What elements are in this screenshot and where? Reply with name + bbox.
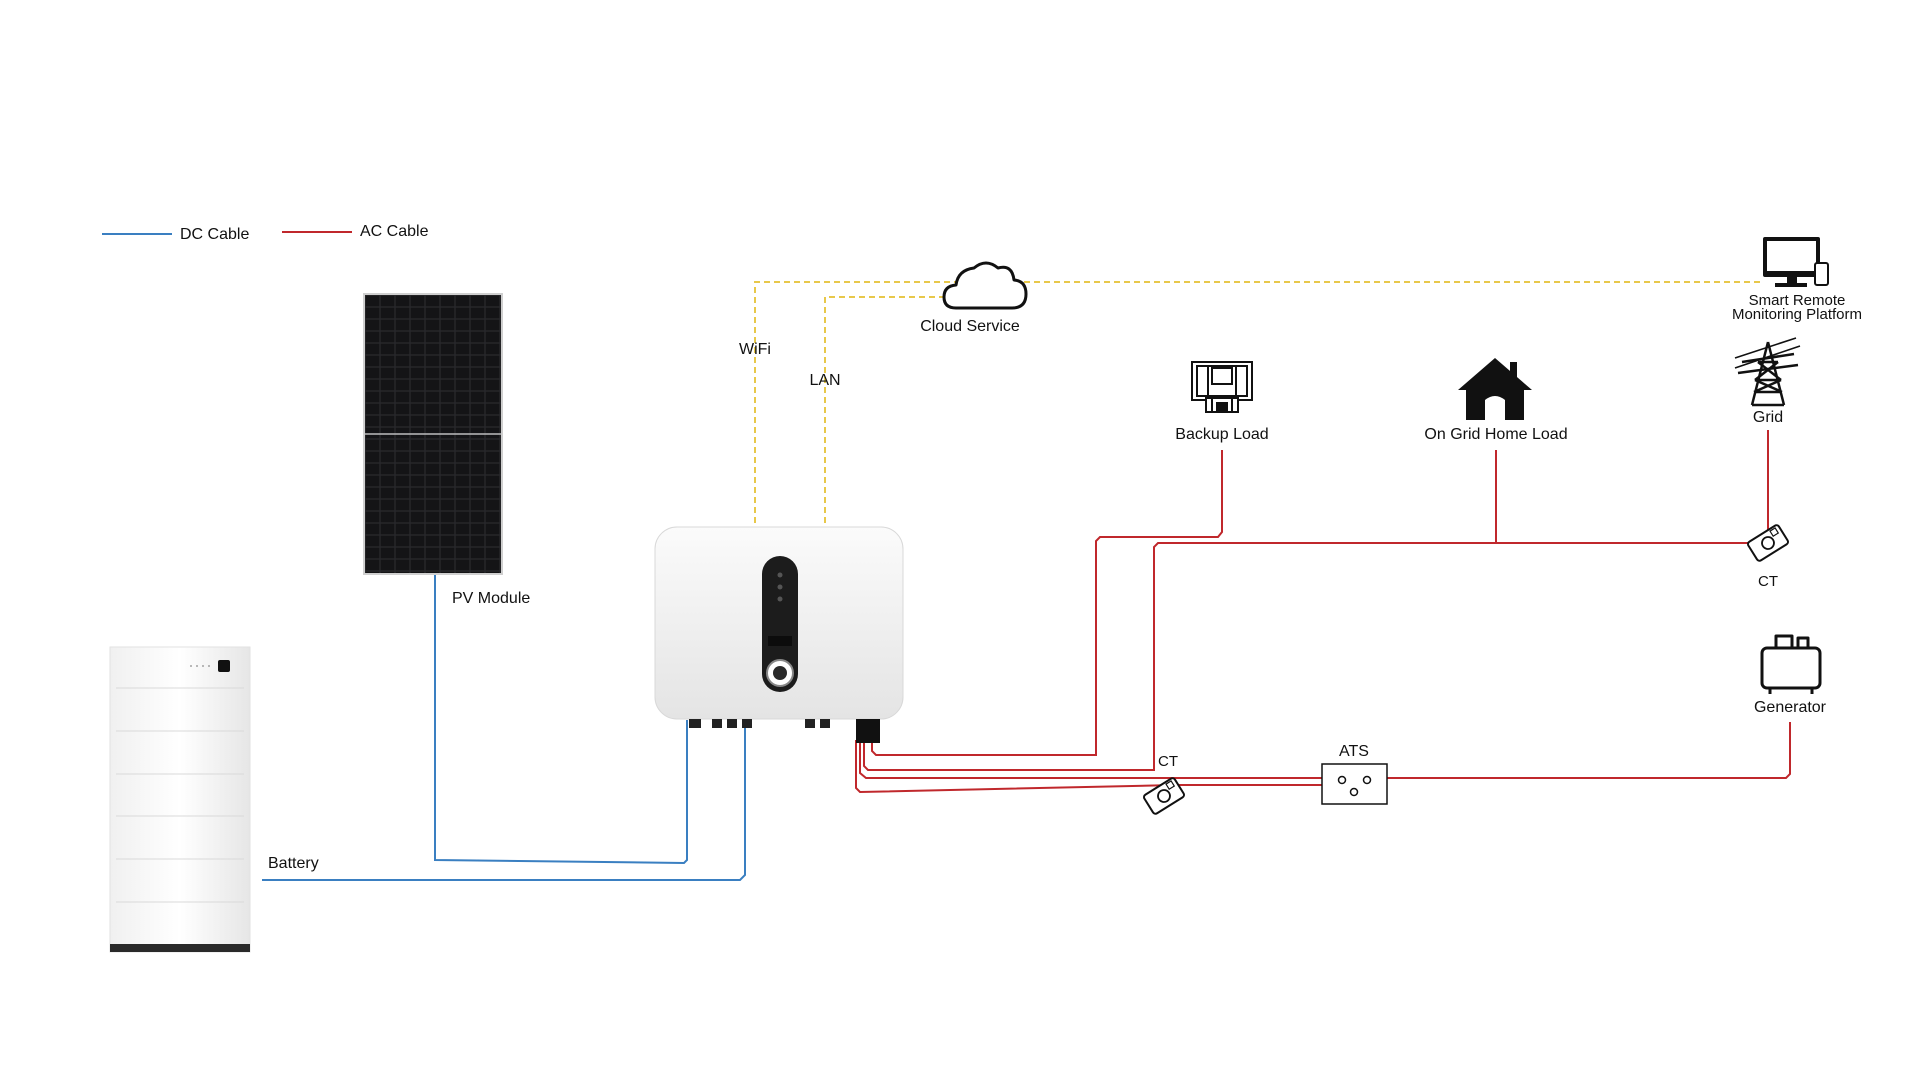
battery-dc-cable [262,720,746,881]
ats-label: ATS [1339,743,1369,760]
cloud-icon [942,261,1028,310]
transmission-tower-icon [1734,337,1801,407]
monitor-label-line1: Smart Remote [1749,292,1846,309]
ats-to-inverter-cable-2 [855,740,1322,794]
ct-grid-label: CT [1758,573,1778,590]
wifi-label: WiFi [739,341,771,358]
pv-dc-cable [434,575,688,865]
ac-cable-legend-label: AC Cable [360,223,429,240]
ats-box-icon [1321,763,1388,805]
ct-grid-icon [1747,524,1789,562]
battery-label: Battery [268,855,319,872]
monitor-icon [1763,237,1829,287]
legend: DC Cable AC Cable [102,223,429,243]
backup-load-cable [871,450,1223,756]
hybrid-inverter [654,526,904,743]
home-load-label: On Grid Home Load [1424,426,1567,443]
ct-generator-icon [1143,777,1185,815]
grid-bus-cable [863,542,1768,771]
pv-module [363,293,503,575]
appliance-icon [1191,361,1253,413]
grid-label: Grid [1753,409,1783,426]
battery-stack [109,646,251,953]
ac-cables [855,430,1791,794]
dc-cable-legend-label: DC Cable [180,226,249,243]
monitor-label-line2: Monitoring Platform [1732,306,1862,323]
lan-link [824,296,948,523]
ct-generator-label: CT [1158,753,1178,770]
generator-icon [1760,634,1822,694]
ats-to-inverter-cable-1 [859,740,1322,779]
communication-links [754,281,1762,523]
lan-label: LAN [809,372,840,389]
house-icon [1458,358,1532,420]
wifi-link [754,281,1762,523]
cloud-service-label: Cloud Service [920,318,1020,335]
backup-load-label: Backup Load [1175,426,1268,443]
dc-cables [262,575,746,881]
pv-module-label: PV Module [452,590,530,607]
generator-label: Generator [1754,699,1827,716]
generator-gen-cable [1387,722,1791,779]
